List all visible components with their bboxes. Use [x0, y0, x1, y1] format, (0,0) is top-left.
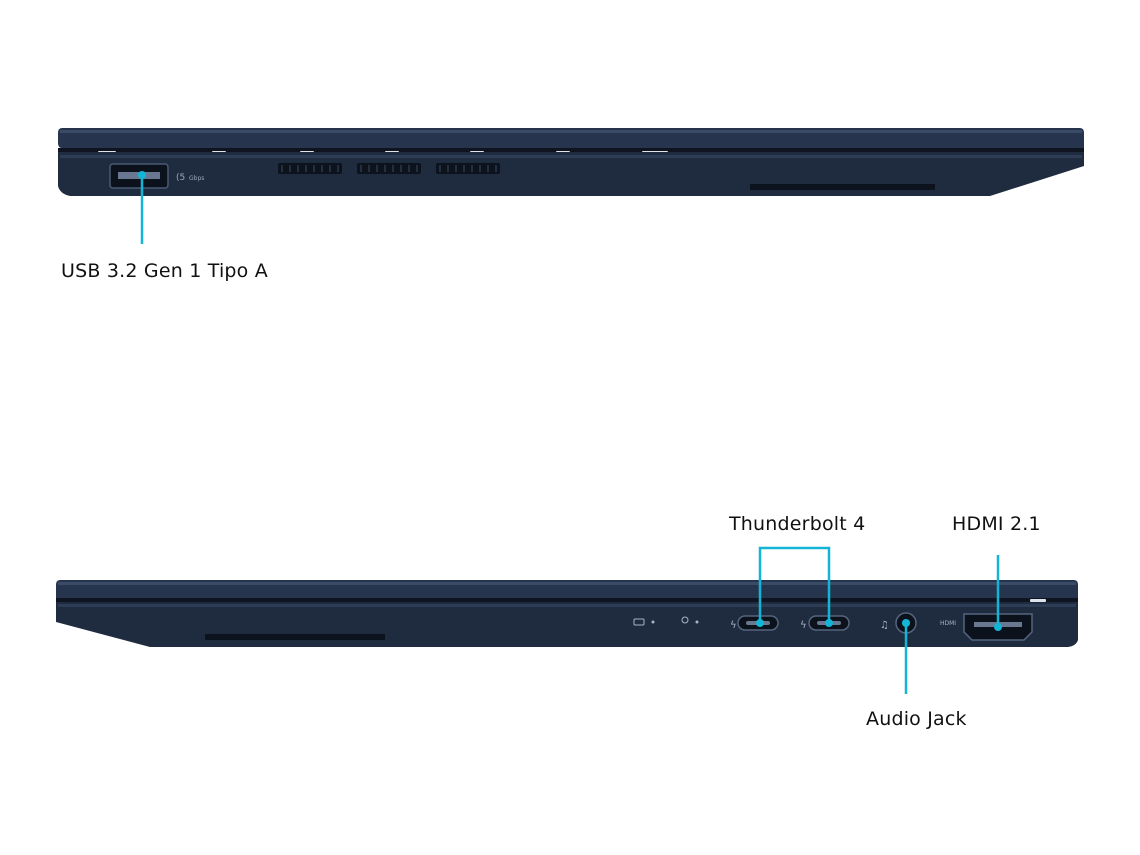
- thunderbolt-callout-label: Thunderbolt 4: [729, 513, 866, 535]
- power-indicator-icon: [681, 616, 699, 624]
- hdmi-port-mark: HDMI: [940, 620, 956, 627]
- usb-callout-line: [138, 171, 146, 244]
- audio-callout-label: Audio Jack: [866, 708, 967, 730]
- right-speaker-grille: [205, 634, 385, 640]
- svg-text:♫: ♫: [880, 620, 889, 631]
- svg-text:ϟ: ϟ: [800, 620, 807, 631]
- audio-callout-line: [902, 619, 910, 694]
- superspeed-logo-icon: (5 Gbps: [176, 173, 204, 183]
- usb-callout-label: USB 3.2 Gen 1 Tipo A: [61, 260, 268, 282]
- hdmi-callout-line: [994, 555, 1002, 631]
- hdmi-callout-label: HDMI 2.1: [952, 513, 1041, 535]
- left-side-view: (5 Gbps: [58, 128, 1084, 244]
- right-side-view: ϟ ϟ ♫ HDMI: [56, 546, 1078, 694]
- svg-text:ϟ: ϟ: [730, 620, 737, 631]
- left-vents: [278, 163, 500, 174]
- svg-text:Gbps: Gbps: [189, 175, 204, 182]
- svg-text:(5: (5: [176, 173, 185, 183]
- left-speaker-grille: [750, 184, 935, 190]
- right-base: [56, 602, 1078, 647]
- battery-indicator-icon: [633, 618, 655, 626]
- thunderbolt-callout-line: [758, 546, 831, 623]
